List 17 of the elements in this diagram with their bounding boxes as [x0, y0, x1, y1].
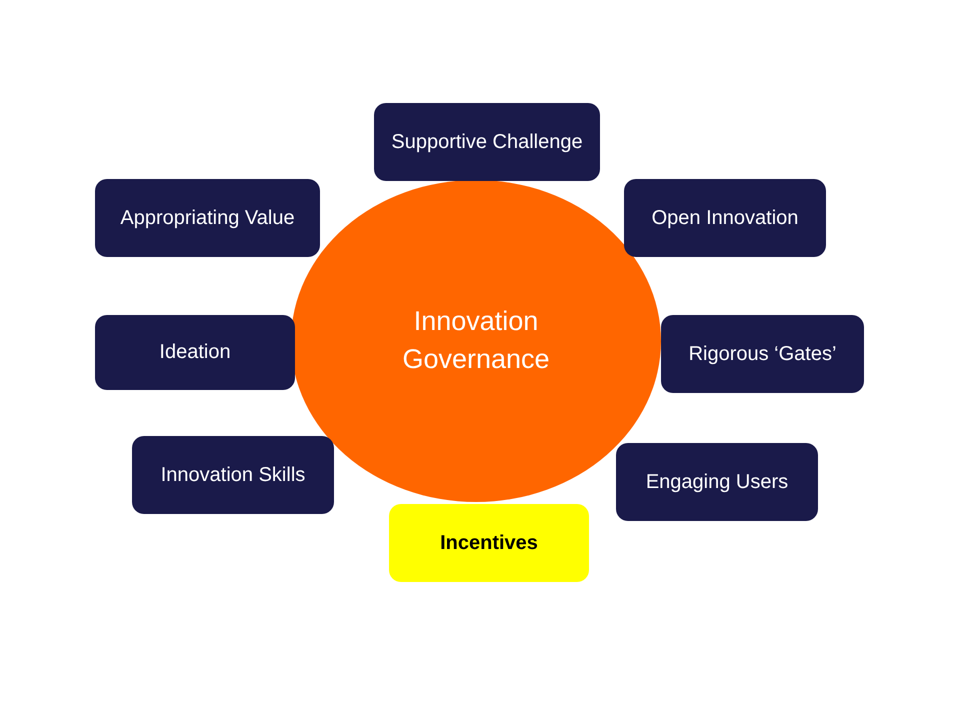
- topic-box: [389, 504, 589, 582]
- topic-box: [624, 179, 826, 257]
- topic-label: Innovation Skills: [160, 464, 306, 486]
- topic-box: [661, 315, 864, 393]
- topic-label: Ideation: [159, 341, 231, 364]
- topic-label: Rigorous ‘Gates’: [688, 342, 836, 366]
- topic-box: [95, 315, 295, 390]
- topic-box: [616, 443, 818, 521]
- hub-label: Innovation Governance: [401, 305, 551, 376]
- topic-label: Incentives: [440, 532, 538, 554]
- topic-label: Engaging Users: [646, 470, 788, 494]
- topic-box: [95, 179, 320, 257]
- topic-label: Appropriating Value: [120, 206, 295, 230]
- topic-box: [132, 436, 334, 514]
- topic-label: Open Innovation: [652, 206, 798, 230]
- topic-box: [374, 103, 600, 181]
- topic-label: Supportive Challenge: [391, 130, 583, 154]
